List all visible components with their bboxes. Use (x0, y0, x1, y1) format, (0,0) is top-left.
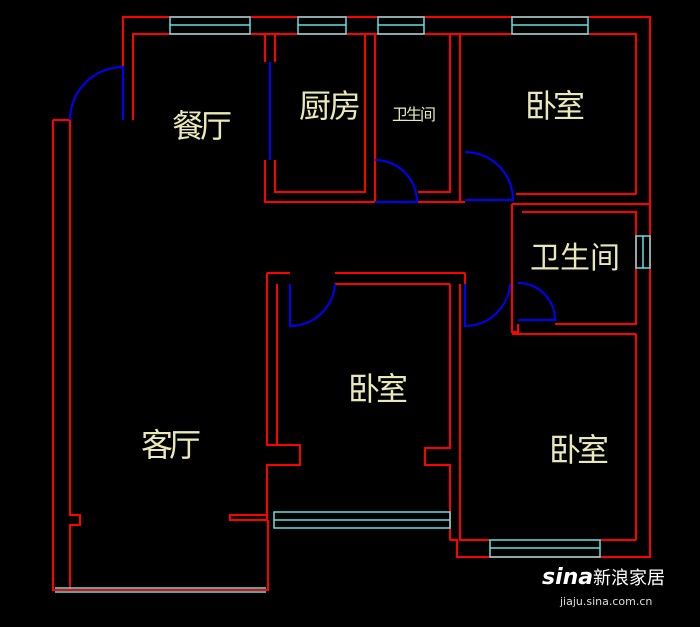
bath-east-wall (511, 204, 519, 333)
room-label-living: 客厅 (141, 426, 201, 464)
watermark: sina 新浪家居 jiaju.sina.com.cn (542, 565, 665, 608)
watermark-brand: 新浪家居 (593, 568, 665, 589)
room-label-dining: 餐厅 (172, 107, 232, 145)
room-labels: 餐厅 厨房 卫生间 卧室 卫生间 客厅 卧室 卧室 (141, 87, 620, 469)
watermark-url: jiaju.sina.com.cn (559, 595, 652, 608)
room-label-bath-east: 卫生间 (530, 241, 620, 276)
room-label-bedroom-ne: 卧室 (525, 87, 585, 125)
room-label-bedroom-center: 卧室 (348, 370, 408, 408)
dining-kitchen-wall-lower (264, 160, 375, 203)
kitchen-wall-inner-lower (274, 34, 366, 193)
door-entry (69, 65, 124, 121)
west-wall-inner (69, 120, 81, 590)
door-bedroom-ne (464, 151, 515, 201)
room-label-bedroom-se: 卧室 (549, 431, 609, 469)
watermark-logo: sina (542, 565, 593, 590)
doors (69, 62, 557, 328)
windows (55, 16, 651, 593)
bedroom-center-east (424, 284, 451, 540)
door-bedroom-center (289, 283, 336, 328)
door-hall (464, 283, 511, 328)
outer-wall (122, 16, 651, 558)
door-bath-small (374, 159, 419, 203)
west-wall (52, 120, 269, 591)
bedroom-se-west (459, 284, 490, 541)
room-label-bath-small: 卫生间 (392, 105, 436, 124)
bath-wall-right (418, 34, 451, 193)
door-bath-east (517, 282, 557, 321)
room-label-kitchen: 厨房 (299, 87, 361, 125)
